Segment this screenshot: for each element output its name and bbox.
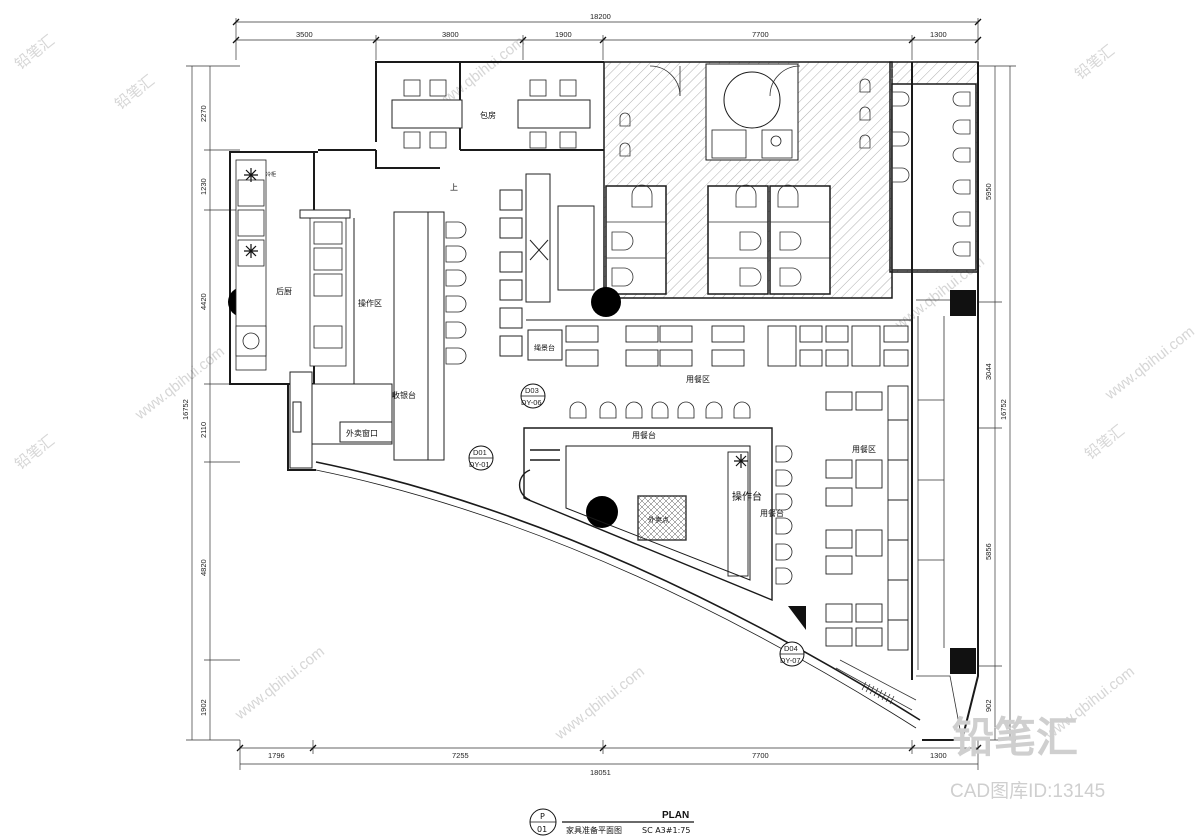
label-dining-area-2: 用餐区 bbox=[852, 445, 876, 454]
label-bar-operation: 操作台 bbox=[732, 490, 762, 503]
dimension-texts: 18200 3500 3800 1900 7700 1300 1796 7255… bbox=[181, 12, 1008, 777]
dim-left-total: 16752 bbox=[181, 399, 190, 420]
operation-area-counters bbox=[299, 209, 445, 461]
takeout-window-box bbox=[289, 371, 313, 469]
dim-bottom: 1796 bbox=[268, 751, 285, 760]
watermark-url: www.qbihui.com bbox=[1101, 323, 1198, 404]
watermark-id: CAD图库ID:13145 bbox=[950, 780, 1105, 802]
walls bbox=[229, 61, 979, 741]
dim-top: 7700 bbox=[752, 30, 769, 39]
dim-right-total: 16752 bbox=[999, 399, 1008, 420]
watermark-url: www.qbihui.com bbox=[131, 343, 228, 424]
title-scale: SC A3#1:75 bbox=[642, 826, 690, 835]
dim-right: 902 bbox=[984, 699, 993, 712]
columns bbox=[788, 290, 976, 674]
marker-top: D03 bbox=[525, 386, 539, 395]
dimension-lines bbox=[186, 18, 1016, 770]
marker-bottom: DY-01 bbox=[469, 460, 490, 469]
label-stove-note: 冷柜 bbox=[266, 171, 276, 178]
dim-top-total: 18200 bbox=[590, 12, 611, 21]
counter-stools-top bbox=[569, 401, 751, 419]
title-plan-label: PLAN bbox=[662, 810, 689, 821]
dim-right: 5950 bbox=[984, 183, 993, 200]
dim-right: 3044 bbox=[984, 363, 993, 380]
watermark-small-brand: 铅笔汇 bbox=[12, 32, 58, 73]
section-marker: D03 DY-06 bbox=[520, 383, 546, 409]
dim-bottom-total: 18051 bbox=[590, 768, 611, 777]
title-block: P 01 PLAN 家具准备平面图 SC A3#1:75 bbox=[529, 808, 694, 836]
dim-left: 2110 bbox=[199, 422, 208, 438]
dining-area-1-tables bbox=[526, 319, 912, 367]
label-dining-counter-1: 用餐台 bbox=[632, 430, 656, 440]
marker-top: D04 bbox=[784, 644, 798, 653]
back-kitchen-equipment bbox=[235, 159, 347, 371]
marker-top: D01 bbox=[473, 448, 487, 457]
label-counter-center: 外卖点 bbox=[648, 515, 669, 524]
dim-left: 2270 bbox=[199, 105, 208, 122]
label-cashier: 收银台 bbox=[392, 390, 416, 400]
dining-area-2-tables bbox=[825, 385, 909, 651]
watermark-brand: 铅笔汇 bbox=[952, 713, 1078, 762]
radiator-grille bbox=[861, 681, 895, 705]
dim-top: 3800 bbox=[442, 30, 459, 39]
label-landscape-table: 绳景台 bbox=[534, 343, 555, 352]
label-up: 上 bbox=[450, 183, 458, 192]
label-dining-counter-2: 用餐台 bbox=[760, 508, 784, 518]
marker-bottom: DY-06 bbox=[521, 398, 542, 407]
watermark-url: www.qbihui.com bbox=[551, 663, 648, 744]
title-symbol-bottom: 01 bbox=[537, 825, 547, 834]
dim-left: 1902 bbox=[199, 699, 208, 716]
dim-top: 3500 bbox=[296, 30, 313, 39]
dim-left: 1230 bbox=[199, 178, 208, 195]
watermark-small-brand: 铅笔汇 bbox=[1072, 42, 1118, 83]
dim-top: 1300 bbox=[930, 30, 947, 39]
section-marker: D01 DY-01 bbox=[468, 445, 494, 471]
dim-bottom: 7255 bbox=[452, 751, 469, 760]
landscape-table bbox=[527, 329, 563, 361]
right-window-frames bbox=[835, 299, 963, 741]
private-room-furniture bbox=[391, 79, 591, 149]
title-text: 家具准备平面图 bbox=[566, 825, 622, 835]
title-symbol-top: P bbox=[540, 812, 545, 821]
counter-stools-right bbox=[775, 445, 793, 585]
middle-booths bbox=[499, 173, 595, 357]
central-bar-counter bbox=[518, 427, 773, 602]
brand-watermark: 铅笔汇 CAD图库ID:13145 bbox=[950, 713, 1105, 802]
dim-bottom: 7700 bbox=[752, 751, 769, 760]
label-back-kitchen: 后厨 bbox=[276, 286, 292, 296]
dim-left: 4820 bbox=[199, 559, 208, 576]
label-operation-area: 操作区 bbox=[358, 298, 382, 308]
marker-bottom: DY-07 bbox=[780, 656, 801, 665]
watermark-small-brand: 铅笔汇 bbox=[12, 432, 58, 473]
dimension-ticks bbox=[232, 18, 982, 752]
section-marker: D04 DY-07 bbox=[779, 641, 805, 667]
restroom-zone bbox=[603, 61, 979, 299]
watermark-small-brand: 铅笔汇 bbox=[1082, 422, 1128, 463]
dim-top: 1900 bbox=[555, 30, 572, 39]
watermark-small-brand: 铅笔汇 bbox=[112, 72, 158, 113]
label-takeout-window: 外卖窗口 bbox=[346, 428, 378, 438]
label-dining-area-1: 用餐区 bbox=[686, 375, 710, 384]
dim-right: 5856 bbox=[984, 543, 993, 560]
label-private-room: 包房 bbox=[480, 110, 496, 120]
dim-bottom: 1300 bbox=[930, 751, 947, 760]
watermark-url: www.qbihui.com bbox=[231, 643, 328, 724]
operation-bar-stools bbox=[445, 221, 467, 365]
dim-left: 4420 bbox=[199, 293, 208, 310]
